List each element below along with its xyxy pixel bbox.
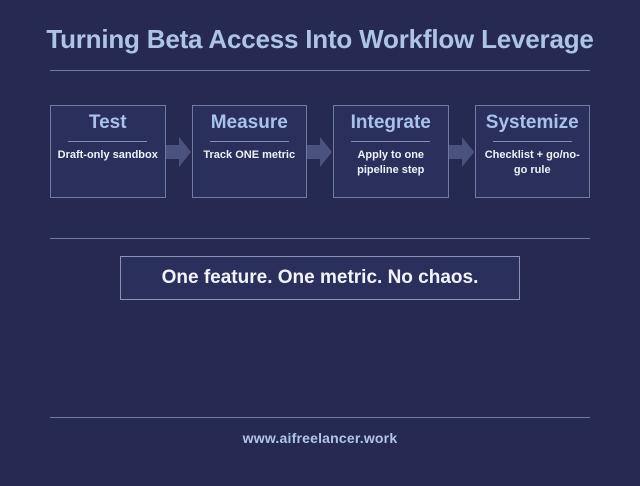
arrow-right-icon bbox=[307, 135, 333, 169]
arrow-right-icon bbox=[448, 135, 475, 169]
step-title: Systemize bbox=[485, 112, 579, 133]
step-title: Integrate bbox=[350, 112, 431, 133]
step-description: Track ONE metric bbox=[203, 148, 296, 161]
arrow-right-icon bbox=[165, 135, 192, 169]
footer-divider bbox=[50, 417, 590, 418]
step-divider bbox=[68, 140, 148, 142]
title-divider bbox=[50, 70, 590, 71]
step-card-test[interactable]: Test Draft-only sandbox bbox=[50, 105, 166, 198]
step-title: Test bbox=[88, 112, 127, 133]
step-divider bbox=[492, 140, 572, 142]
step-description: Draft-only sandbox bbox=[57, 148, 158, 161]
step-divider bbox=[209, 140, 289, 142]
step-card-systemize[interactable]: Systemize Checklist + go/no-go rule bbox=[474, 105, 590, 198]
process-flow: Test Draft-only sandbox Measure Track ON… bbox=[50, 105, 590, 198]
step-description: Checklist + go/no-go rule bbox=[484, 148, 580, 176]
step-title: Measure bbox=[210, 112, 288, 133]
callout-banner: One feature. One metric. No chaos. bbox=[120, 256, 520, 300]
step-divider bbox=[351, 140, 431, 142]
step-card-measure[interactable]: Measure Track ONE metric bbox=[191, 105, 307, 198]
step-description: Apply to one pipeline step bbox=[357, 148, 425, 176]
footer-url[interactable]: www.aifreelancer.work bbox=[242, 430, 398, 446]
page-title: Turning Beta Access Into Workflow Levera… bbox=[46, 24, 594, 54]
section-divider bbox=[50, 238, 590, 239]
callout-text: One feature. One metric. No chaos. bbox=[161, 267, 479, 288]
step-card-integrate[interactable]: Integrate Apply to one pipeline step bbox=[333, 105, 449, 198]
